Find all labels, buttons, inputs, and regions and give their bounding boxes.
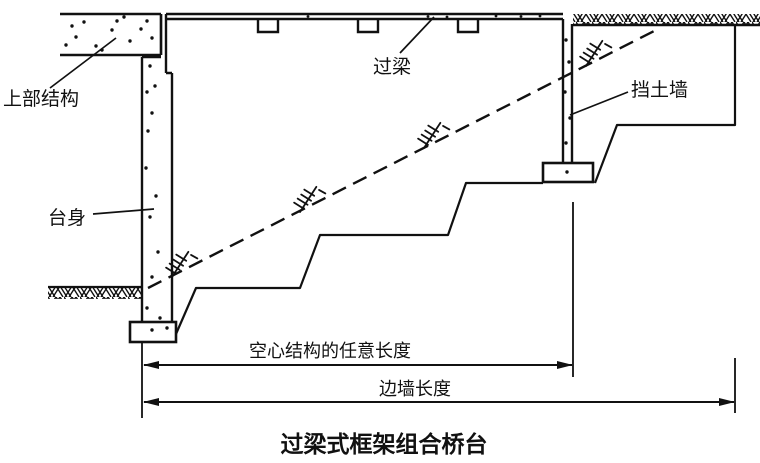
superstructure-slab [60, 12, 163, 57]
leader-lintel [399, 16, 435, 54]
abutment-footing [128, 320, 178, 344]
ground-surface-right [573, 14, 760, 27]
concrete-dots-beam [306, 14, 542, 19]
concrete-dots-retaining-wall [563, 38, 572, 174]
concrete-dots-wall [144, 64, 169, 332]
label-retaining-wall: 挡土墙 [631, 79, 688, 101]
slope-dashed-line [147, 27, 659, 290]
label-lintel: 过梁 [373, 56, 411, 78]
lintel-beam [166, 12, 563, 34]
figure-title: 过梁式框架组合桥台 [281, 431, 488, 457]
beam-tabs [256, 19, 480, 34]
leader-abutment-body [92, 208, 155, 215]
label-abutment-body: 台身 [48, 207, 86, 229]
abutment-wall [128, 14, 178, 344]
dimension-lines: 空心结构的任意长度 边墙长度 [141, 202, 736, 418]
label-superstructure: 上部结构 [3, 88, 79, 110]
leader-retaining-wall [569, 91, 629, 116]
dim-side-wall-length-label: 边墙长度 [379, 379, 451, 399]
ground-surface-left [48, 285, 141, 299]
leader-lines [49, 16, 629, 215]
dim-hollow-length-label: 空心结构的任意长度 [249, 341, 411, 361]
retaining-wall-structure [541, 19, 595, 184]
leader-superstructure [49, 37, 117, 89]
stepped-fill-outline [174, 25, 737, 335]
concrete-dots-slab [64, 15, 154, 52]
